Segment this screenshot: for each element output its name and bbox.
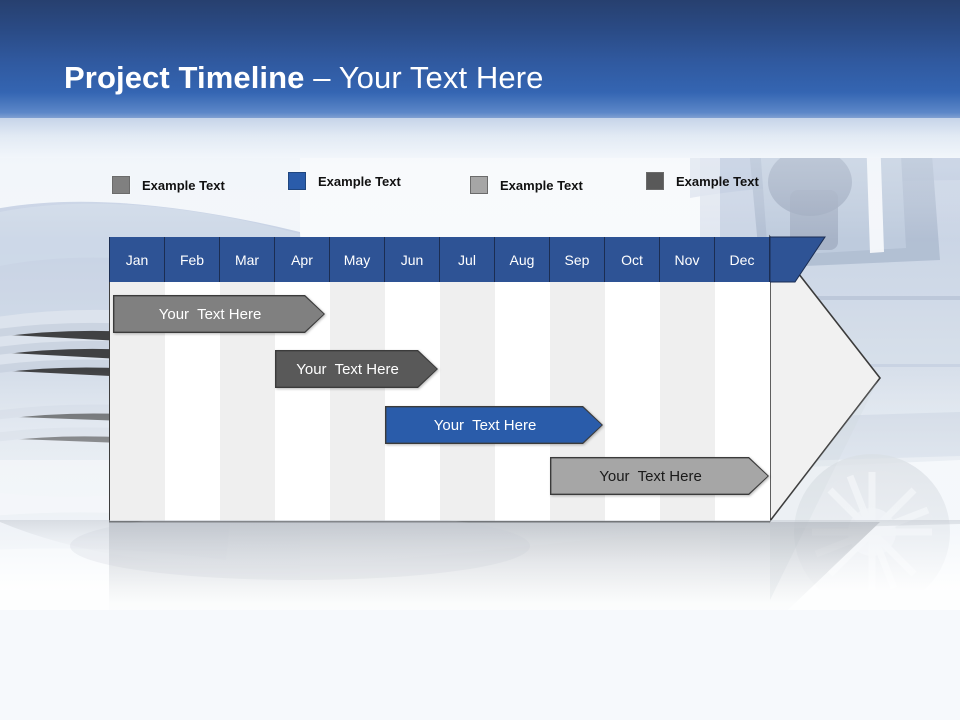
month-cell-oct[interactable]: Oct xyxy=(605,237,660,282)
legend-item-2[interactable]: Example Text xyxy=(288,168,401,194)
month-cell-mar[interactable]: Mar xyxy=(220,237,275,282)
task-bar-label: Your Text Here xyxy=(296,360,399,378)
month-cell-jan[interactable]: Jan xyxy=(109,237,165,282)
month-header-row: Jan Feb Mar Apr May Jun Jul Aug Sep Oct … xyxy=(109,237,770,282)
timeline-column-aug xyxy=(495,282,550,521)
task-bar-label: Your Text Here xyxy=(433,416,537,434)
month-cell-nov[interactable]: Nov xyxy=(660,237,715,282)
task-bar-label: Your Text Here xyxy=(158,305,262,323)
legend-item-label: Example Text xyxy=(500,177,583,193)
legend-swatch-icon xyxy=(470,176,488,194)
legend: Example Text Example Text Example Text E… xyxy=(110,168,850,194)
month-cell-jun[interactable]: Jun xyxy=(385,237,440,282)
task-bar-fill xyxy=(386,407,601,442)
task-bar-3[interactable]: Your Text Here xyxy=(385,406,603,444)
task-bar-fill xyxy=(114,296,323,331)
month-cell-feb[interactable]: Feb xyxy=(165,237,220,282)
month-cell-aug[interactable]: Aug xyxy=(495,237,550,282)
task-bar-fill xyxy=(551,458,767,493)
timeline-column-jun xyxy=(385,282,440,521)
legend-item-label: Example Text xyxy=(676,173,759,189)
header-fade xyxy=(0,118,960,158)
legend-item-4[interactable]: Example Text xyxy=(646,168,759,194)
timeline-column-jul xyxy=(440,282,495,521)
month-cell-may[interactable]: May xyxy=(330,237,385,282)
task-bar-fill xyxy=(276,351,436,386)
legend-item-label: Example Text xyxy=(142,177,225,193)
month-cell-dec[interactable]: Dec xyxy=(715,237,770,282)
legend-swatch-icon xyxy=(288,172,306,190)
legend-item-3[interactable]: Example Text xyxy=(470,172,583,198)
month-cell-apr[interactable]: Apr xyxy=(275,237,330,282)
timeline-column-may xyxy=(330,282,385,521)
header-band xyxy=(0,0,960,128)
legend-item-1[interactable]: Example Text xyxy=(112,172,225,198)
month-cell-jul[interactable]: Jul xyxy=(440,237,495,282)
legend-swatch-icon xyxy=(646,172,664,190)
legend-swatch-icon xyxy=(112,176,130,194)
task-bar-2[interactable]: Your Text Here xyxy=(275,350,438,388)
background-reflection xyxy=(0,520,960,720)
month-cell-sep[interactable]: Sep xyxy=(550,237,605,282)
task-bar-1[interactable]: Your Text Here xyxy=(113,295,325,333)
task-bar-label: Your Text Here xyxy=(599,467,702,485)
page-title-rest: – Your Text Here xyxy=(304,60,544,95)
page-title: Project Timeline – Your Text Here xyxy=(64,60,543,96)
legend-item-label: Example Text xyxy=(318,173,401,189)
task-bar-4[interactable]: Your Text Here xyxy=(550,457,769,495)
page-title-bold: Project Timeline xyxy=(64,60,305,95)
